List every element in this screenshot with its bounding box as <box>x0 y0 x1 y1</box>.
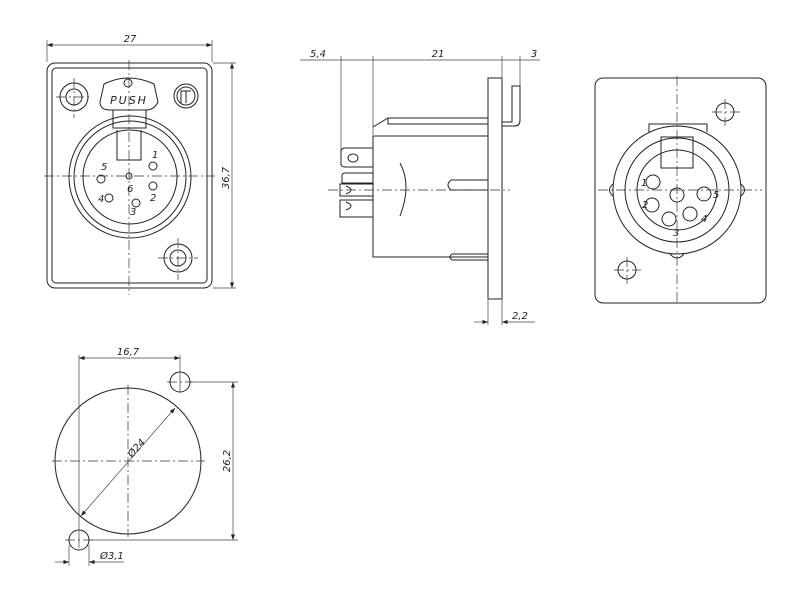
rear-view: 1 2 3 4 5 <box>594 76 767 305</box>
connector-outer-ring <box>68 115 192 239</box>
height-dim-label: 36,7 <box>221 166 232 189</box>
flange-dim-label: 2,2 <box>512 311 528 322</box>
width-dim-label: 27 <box>124 34 137 45</box>
pin-label: 1 <box>641 178 647 189</box>
pin-label: 5 <box>713 190 719 201</box>
pin-label: 4 <box>701 214 707 225</box>
pin-label: 3 <box>673 228 679 239</box>
lens-arc <box>399 162 407 217</box>
front-plate-outline <box>46 62 213 289</box>
front-view: 27 36,7 PUSH 1 2 3 4 5 <box>44 34 236 295</box>
hole-diameter-label: Ø3,1 <box>99 550 124 562</box>
push-latch <box>99 77 159 111</box>
push-label: PUSH <box>110 94 148 107</box>
pin-label: 2 <box>642 200 648 211</box>
latch-bracket <box>502 85 521 127</box>
pin-label: 3 <box>130 207 136 218</box>
pin-label: 6 <box>127 184 133 195</box>
flange <box>487 77 503 300</box>
pin-label: 4 <box>98 194 104 205</box>
front-pins <box>96 161 158 208</box>
pin-label: 2 <box>150 193 156 204</box>
body <box>372 135 489 258</box>
front-plate-inner <box>51 67 208 284</box>
pin-label: 5 <box>101 162 107 173</box>
solder-tab <box>340 147 373 168</box>
connector-face <box>82 129 178 225</box>
neutrik-logo <box>173 83 199 109</box>
pin-label: 1 <box>152 150 158 161</box>
rear-plate-outline <box>594 77 767 304</box>
side-view: 5,4 21 3 2,2 <box>300 49 540 325</box>
panel-cutout-view: Ø24 16,7 26,2 Ø3,1 <box>52 347 238 566</box>
rear-pins <box>644 174 712 227</box>
hole-spacing-label: 16,7 <box>117 347 140 358</box>
vertical-spacing-label: 26,2 <box>222 450 233 472</box>
rear-dim-label: 5,4 <box>310 49 326 60</box>
latch-dim-label: 3 <box>531 49 537 60</box>
body-dim-label: 21 <box>432 49 445 60</box>
